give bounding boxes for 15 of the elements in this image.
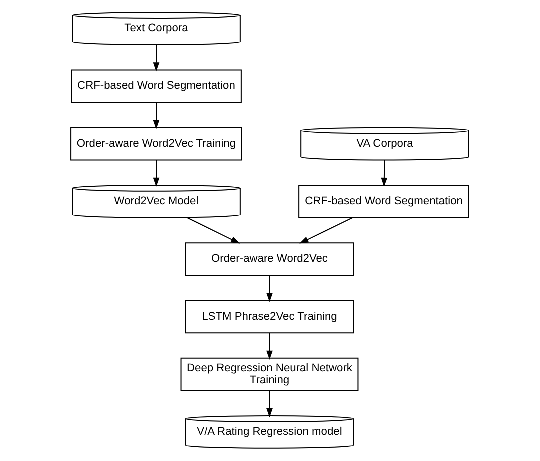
arrow	[266, 276, 273, 302]
node-box: Order-aware Word2Vec Training	[70, 127, 242, 161]
arrow	[153, 160, 160, 188]
arrow	[266, 390, 273, 418]
node-box: Deep Regression Neural Network Training	[180, 358, 359, 392]
arrow	[153, 44, 160, 72]
node-box: CRF-based Word Segmentation	[298, 185, 470, 218]
node-box: LSTM Phrase2Vec Training	[185, 300, 354, 334]
arrow	[266, 333, 273, 360]
arrow	[153, 102, 160, 130]
node-box: Order-aware Word2Vec	[185, 242, 354, 276]
node-box: CRF-based Word Segmentation	[71, 70, 242, 104]
arrow	[187, 217, 240, 244]
arrow	[381, 160, 388, 188]
arrow	[300, 217, 354, 244]
